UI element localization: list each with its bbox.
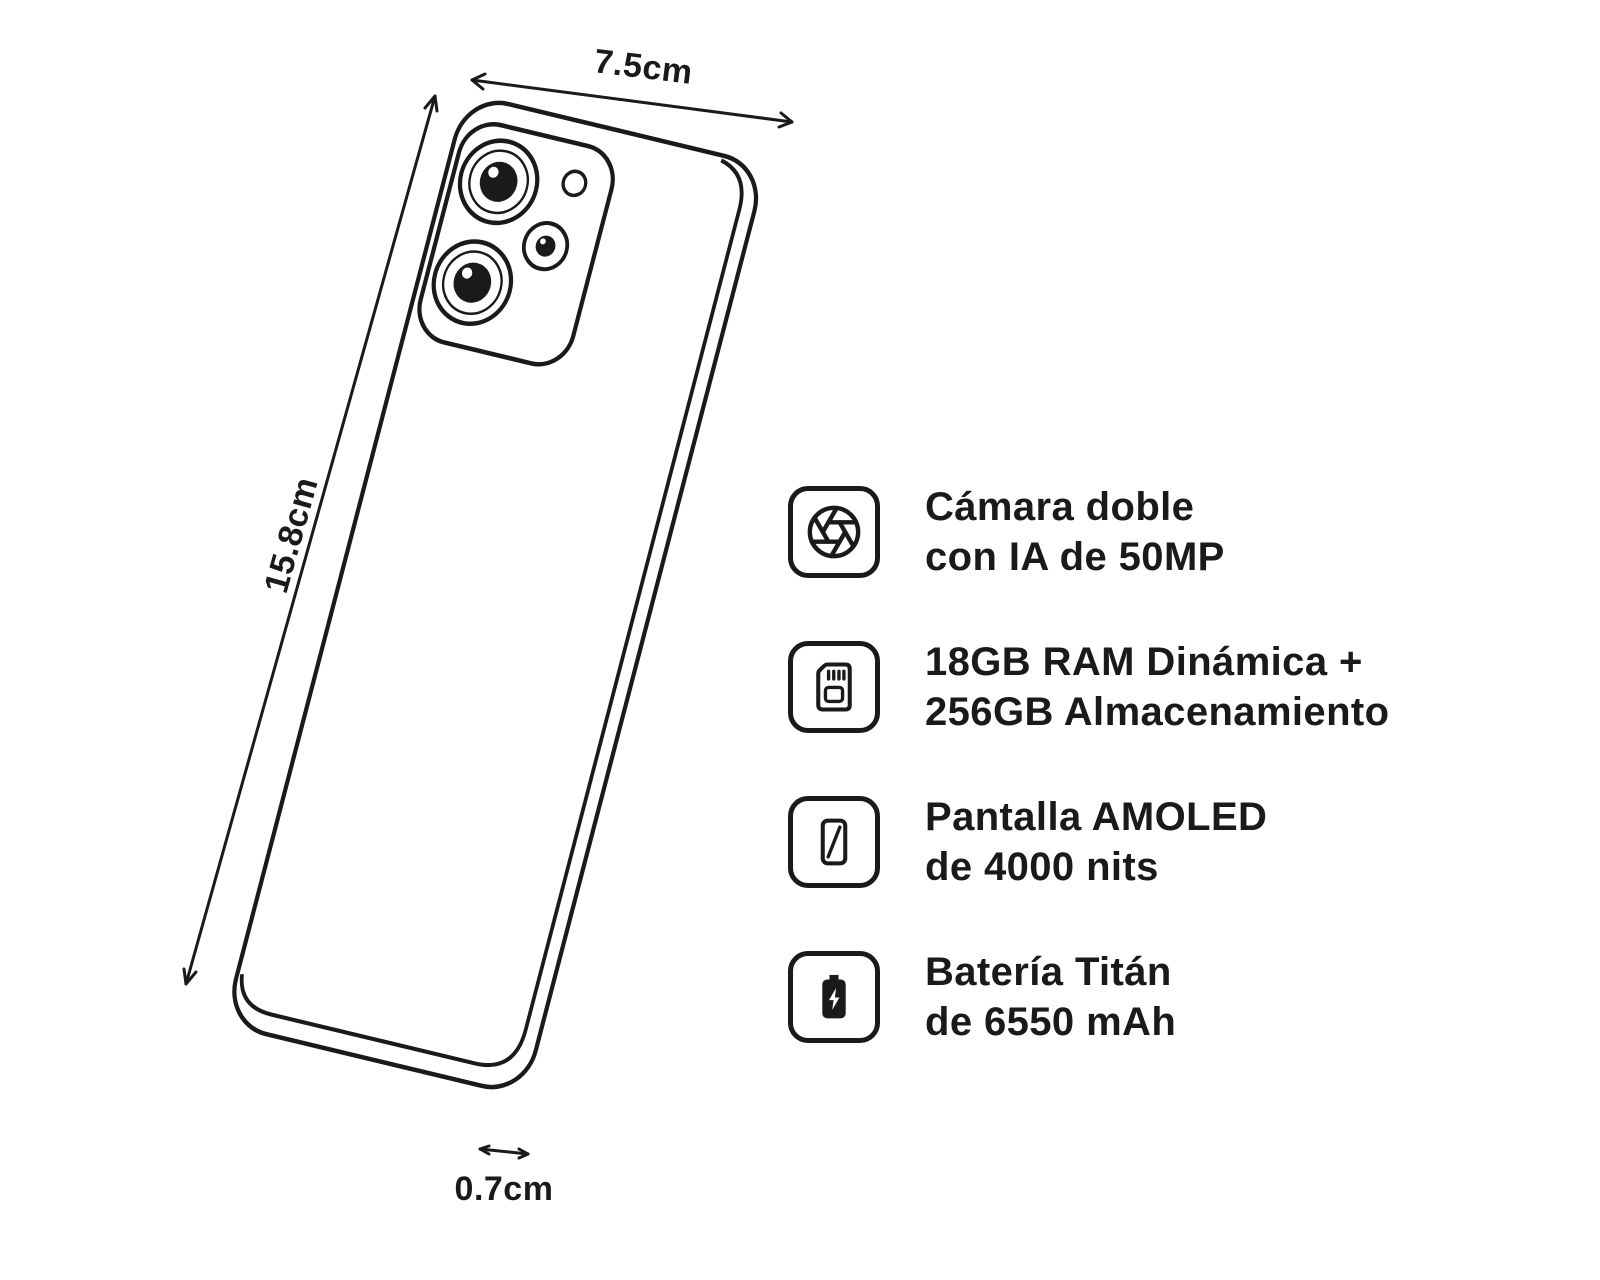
feature-display: Pantalla AMOLED de 4000 nits bbox=[788, 792, 1389, 892]
thickness-dimension-arrow bbox=[478, 1144, 530, 1160]
feature-camera-text: Cámara doble con IA de 50MP bbox=[925, 482, 1225, 582]
phone-body-outline bbox=[232, 100, 759, 1090]
feature-memory: 18GB RAM Dinámica + 256GB Almacenamiento bbox=[788, 637, 1389, 737]
sd-card-icon bbox=[788, 641, 880, 733]
feature-line: de 4000 nits bbox=[925, 845, 1159, 889]
feature-camera: Cámara doble con IA de 50MP bbox=[788, 482, 1389, 582]
feature-battery-text: Batería Titán de 6550 mAh bbox=[925, 947, 1176, 1047]
battery-icon bbox=[788, 951, 880, 1043]
feature-line: 256GB Almacenamiento bbox=[925, 690, 1390, 734]
feature-memory-text: 18GB RAM Dinámica + 256GB Almacenamiento bbox=[925, 637, 1389, 737]
aperture-icon bbox=[788, 486, 880, 578]
feature-line: Cámara doble bbox=[925, 485, 1195, 529]
feature-list: Cámara doble con IA de 50MP 18GB RAM Din… bbox=[788, 482, 1389, 1047]
screen-icon bbox=[788, 796, 880, 888]
width-dimension-label: 7.5cm bbox=[592, 42, 695, 92]
width-dimension-arrow bbox=[470, 72, 794, 129]
feature-display-text: Pantalla AMOLED de 4000 nits bbox=[925, 792, 1267, 892]
height-dimension-label: 15.8cm bbox=[257, 473, 326, 597]
feature-line: Pantalla AMOLED bbox=[925, 795, 1268, 839]
phone bbox=[232, 100, 759, 1090]
feature-line: 18GB RAM Dinámica + bbox=[925, 640, 1363, 684]
thickness-dimension-label: 0.7cm bbox=[455, 1170, 554, 1208]
phone-side-edge-line bbox=[239, 158, 744, 1067]
phone-diagram: 7.5cm 15.8cm 0.7cm bbox=[182, 42, 794, 1208]
feature-line: con IA de 50MP bbox=[925, 535, 1225, 579]
camera-lens-top-icon bbox=[457, 138, 540, 226]
camera-flash-icon bbox=[561, 169, 588, 198]
dimension-annotations bbox=[182, 72, 794, 1160]
feature-line: Batería Titán bbox=[925, 950, 1172, 994]
height-dimension-arrow bbox=[182, 94, 439, 986]
feature-line: de 6550 mAh bbox=[925, 1000, 1177, 1044]
camera-lens-small-icon bbox=[521, 221, 570, 272]
feature-battery: Batería Titán de 6550 mAh bbox=[788, 947, 1389, 1047]
camera-lens-bottom-icon bbox=[431, 239, 514, 327]
